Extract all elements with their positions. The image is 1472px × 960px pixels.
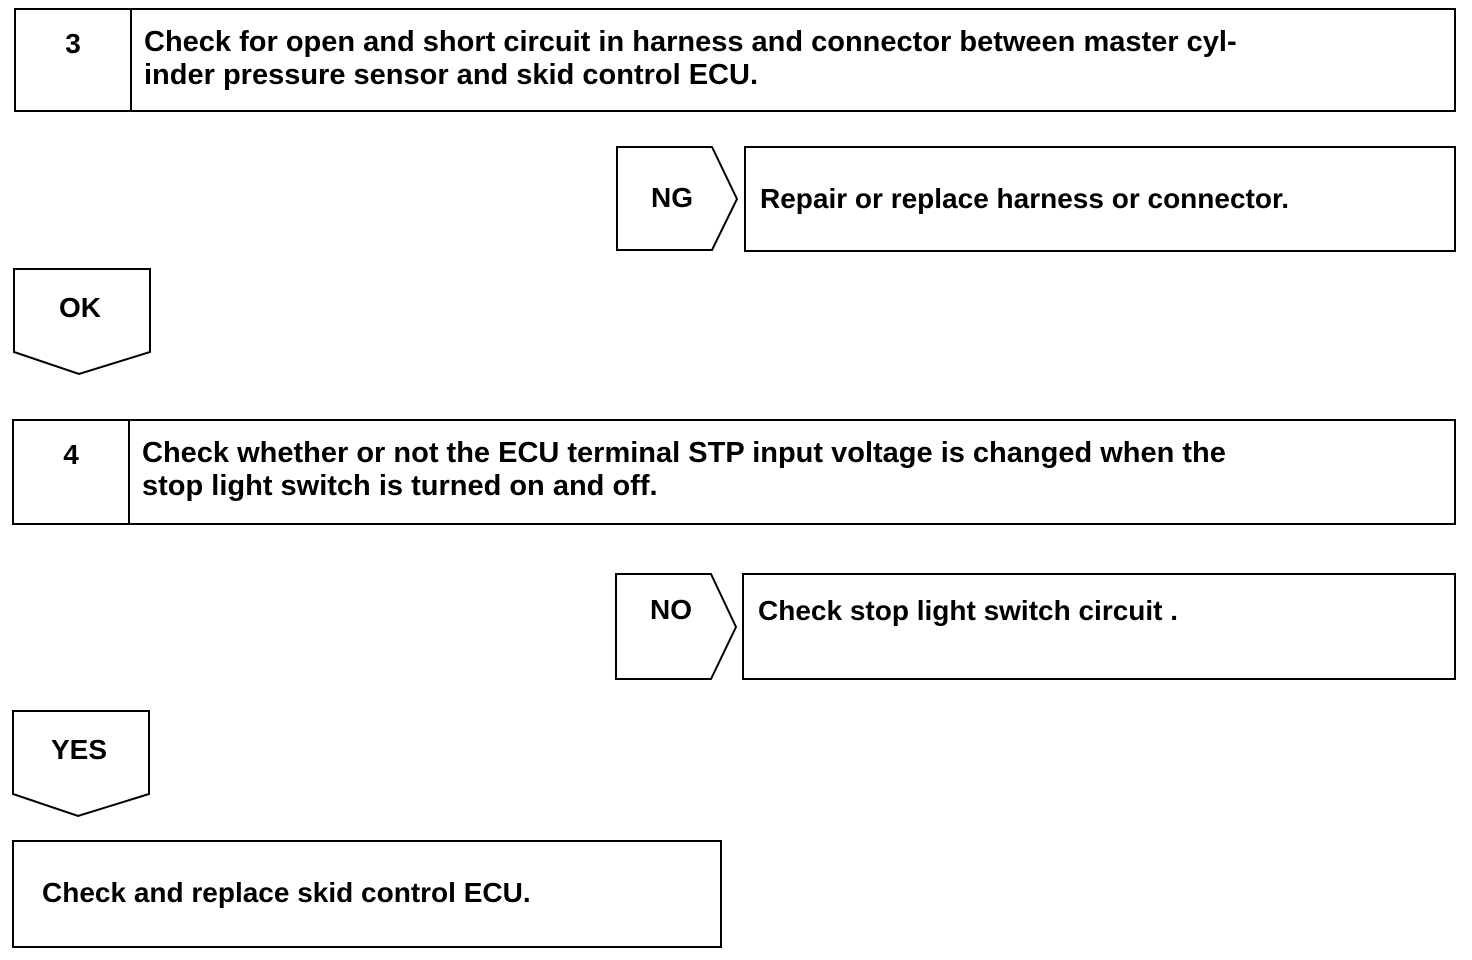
yes-arrow-shape [12, 710, 150, 818]
ok-arrow-shape [13, 268, 151, 376]
ng-arrow-shape [616, 146, 739, 251]
step-3-number: 3 [16, 10, 132, 110]
ng-label: NG [651, 182, 693, 213]
yes-label: YES [50, 734, 108, 765]
step-3-text-line-2: inder pressure sensor and skid control E… [144, 59, 758, 91]
ng-result-text: Repair or replace harness or connector. [760, 183, 1290, 214]
step-4-text-line-2: stop light switch is turned on and off. [142, 470, 658, 502]
no-label: NO [650, 594, 692, 625]
step-3-box: 3 Check for open and short circuit in ha… [14, 8, 1456, 112]
ng-result-box: Repair or replace harness or connector. [744, 146, 1456, 252]
final-action-box: Check and replace skid control ECU. [12, 840, 722, 948]
no-arrow-shape [615, 573, 738, 680]
step-3-text-line-1: Check for open and short circuit in harn… [144, 26, 1237, 58]
step-4-number: 4 [14, 421, 130, 523]
step-4-text-line-1: Check whether or not the ECU terminal ST… [142, 437, 1226, 469]
final-action-text: Check and replace skid control ECU. [42, 877, 531, 908]
step-3-text: Check for open and short circuit in harn… [144, 10, 1446, 92]
step-4-text: Check whether or not the ECU terminal ST… [142, 421, 1446, 503]
no-result-box: Check stop light switch circuit . [742, 573, 1456, 680]
no-result-text: Check stop light switch circuit . [758, 595, 1179, 626]
step-4-box: 4 Check whether or not the ECU terminal … [12, 419, 1456, 525]
ok-label: OK [59, 292, 101, 323]
